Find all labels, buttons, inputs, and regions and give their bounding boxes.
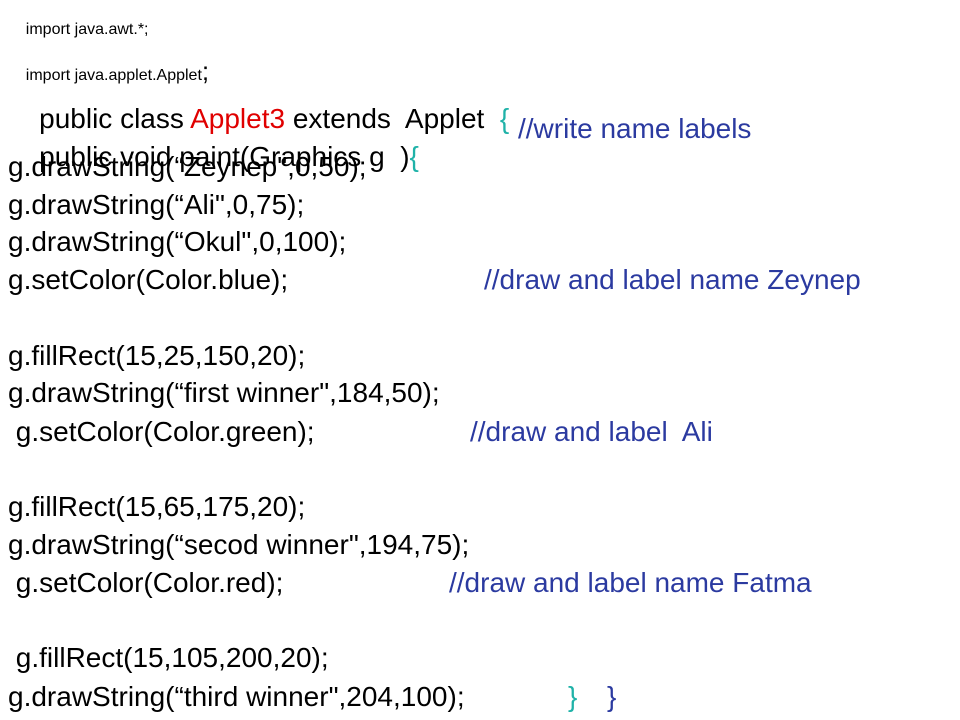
code-line-drawstring-zeynep: g.drawString(“Zeynep",0,50); (8, 151, 367, 182)
close-brace-method: } (568, 681, 578, 712)
code-line-drawstring-third-winner: g.drawString(“third winner",204,100); (8, 681, 465, 712)
code-line-drawstring-okul: g.drawString(“Okul",0,100); (8, 226, 347, 257)
code-comment-ali: //draw and label Ali (470, 416, 713, 447)
code-keyword-text: extends Applet (285, 103, 500, 134)
class-name: Applet3 (190, 103, 286, 134)
code-text: import java.awt.*; (25, 21, 149, 38)
code-semicolon: ; (201, 56, 210, 86)
code-line-paint-method: public void paint(Graphics g ){ (8, 115, 419, 199)
close-brace-class: } (607, 681, 617, 712)
code-line-setcolor-blue: g.setColor(Color.blue); (8, 264, 289, 295)
code-line-drawstring-first-winner: g.drawString(“first winner",184,50); (8, 377, 440, 408)
code-text: public void paint(Graphics g ) (39, 141, 410, 172)
code-line-import-awt: import java.awt.*; (8, 6, 149, 54)
code-line-fillrect-2: g.fillRect(15,65,175,20); (8, 491, 306, 522)
code-line-class-declaration: public class Applet3 extends Applet { (8, 77, 509, 161)
code-line-import-applet: import java.applet.Applet; (8, 42, 209, 100)
open-brace: { (499, 103, 510, 134)
code-line-setcolor-red: g.setColor(Color.red); (8, 567, 284, 598)
code-comment-write-name-labels: //write name labels (518, 113, 752, 144)
code-line-setcolor-green: g.setColor(Color.green); (8, 416, 315, 447)
code-comment-fatma: //draw and label name Fatma (449, 567, 812, 598)
code-comment-zeynep: //draw and label name Zeynep (484, 264, 861, 295)
code-text: import java.applet.Applet (25, 67, 202, 84)
code-line-drawstring-second-winner: g.drawString(“secod winner",194,75); (8, 529, 470, 560)
code-line-fillrect-1: g.fillRect(15,25,150,20); (8, 340, 306, 371)
code-line-drawstring-ali: g.drawString(“Ali",0,75); (8, 189, 305, 220)
code-keyword-text: public class (39, 103, 191, 134)
code-line-fillrect-3: g.fillRect(15,105,200,20); (8, 642, 329, 673)
open-brace: { (409, 141, 419, 172)
